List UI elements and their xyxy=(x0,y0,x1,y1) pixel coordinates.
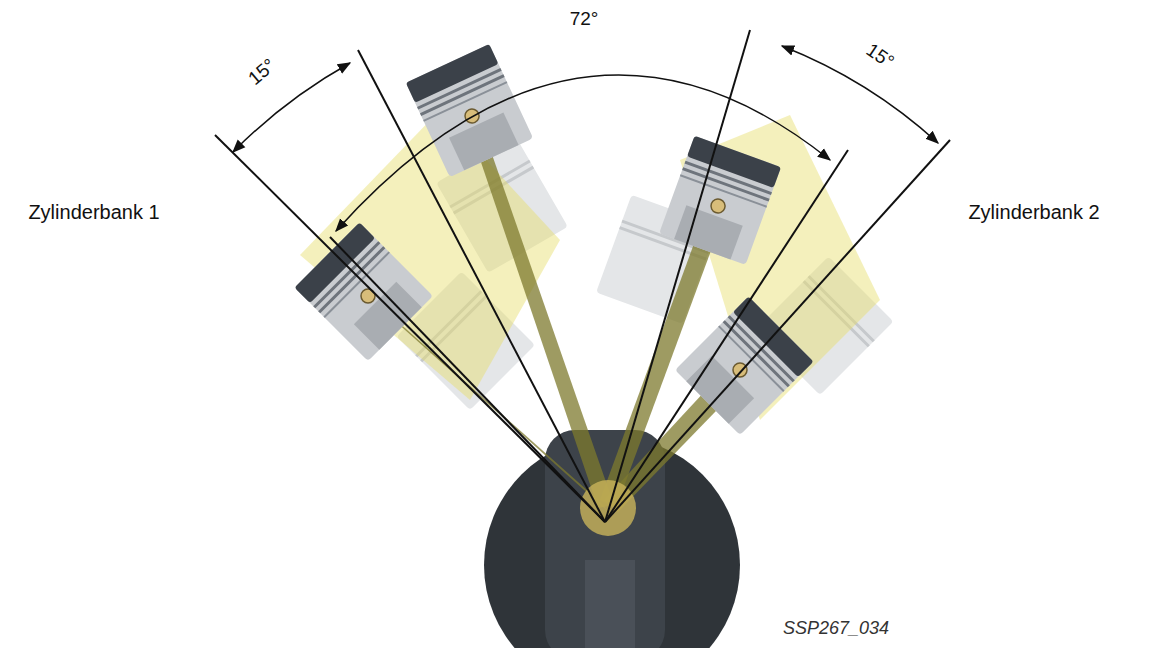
axis-lines xyxy=(215,30,950,522)
angle-arcs xyxy=(233,46,938,231)
bank-label: Zylinderbank 1 xyxy=(26,201,161,224)
angle-label: 15° xyxy=(860,38,899,74)
angle-label: 15° xyxy=(242,53,281,91)
piston xyxy=(659,136,781,265)
bank-label: Zylinderbank 2 xyxy=(966,201,1101,224)
piston xyxy=(406,44,533,177)
piston xyxy=(675,296,814,435)
piston xyxy=(294,222,433,361)
connecting-rod xyxy=(464,112,614,508)
angle-label: 72° xyxy=(568,8,601,30)
figure-code: SSP267_034 xyxy=(781,618,891,639)
